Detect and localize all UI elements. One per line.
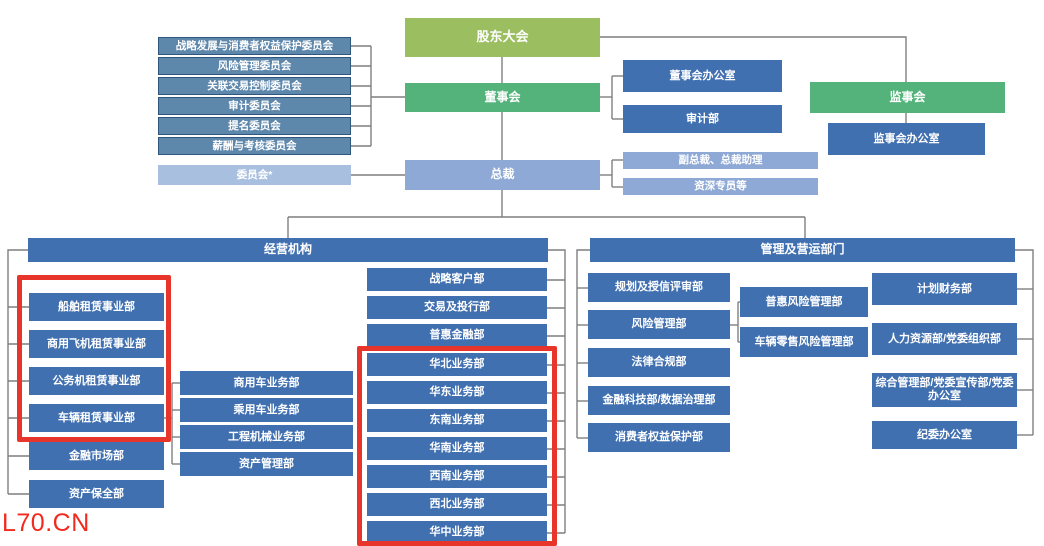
node-construction-machinery-dept: 工程机械业务部 — [180, 425, 353, 449]
node-commercial-aircraft-leasing-division: 商用飞机租赁事业部 — [29, 330, 164, 358]
node-risk-management-dept: 风险管理部 — [588, 310, 730, 339]
node-audit-department: 审计部 — [623, 105, 782, 133]
node-senior-specialists: 资深专员等 — [623, 178, 818, 195]
node-strategic-clients-dept: 战略客户部 — [367, 268, 547, 291]
node-planning-finance-dept: 计划财务部 — [872, 273, 1017, 305]
node-central-china-business-dept: 华中业务部 — [367, 521, 547, 544]
node-planning-credit-review-dept: 规划及授信评审部 — [588, 273, 730, 302]
node-president: 总裁 — [405, 160, 600, 190]
node-vehicle-retail-risk-management-dept: 车辆零售风险管理部 — [740, 327, 868, 357]
node-ship-leasing-division: 船舶租赁事业部 — [29, 293, 164, 321]
node-committee-strategy-consumer-protection: 战略发展与消费者权益保护委员会 — [158, 37, 351, 55]
node-committee-audit: 审计委员会 — [158, 97, 351, 115]
node-commercial-vehicle-dept: 商用车业务部 — [180, 371, 353, 395]
node-inclusive-risk-management-dept: 普惠风险管理部 — [740, 287, 868, 317]
node-committee-risk-management: 风险管理委员会 — [158, 57, 351, 75]
node-northwest-business-dept: 西北业务部 — [367, 493, 547, 516]
node-board-of-directors: 董事会 — [405, 83, 600, 112]
node-supervisory-board-office: 监事会办公室 — [828, 123, 985, 155]
node-committees-note: 委员会* — [158, 165, 351, 185]
node-vehicle-leasing-division: 车辆租赁事业部 — [29, 404, 164, 432]
node-business-jet-leasing-division: 公务机租赁事业部 — [29, 367, 164, 395]
node-consumer-rights-protection-dept: 消费者权益保护部 — [588, 423, 730, 452]
node-south-china-business-dept: 华南业务部 — [367, 437, 547, 460]
node-general-admin-party-publicity-dept: 综合管理部/党委宣传部/党委办公室 — [872, 373, 1017, 407]
node-southwest-business-dept: 西南业务部 — [367, 465, 547, 488]
node-shareholders-meeting: 股东大会 — [405, 18, 600, 57]
management-header: 管理及营运部门 — [590, 238, 1015, 262]
node-passenger-vehicle-dept: 乘用车业务部 — [180, 398, 353, 422]
node-trading-investment-banking-dept: 交易及投行部 — [367, 296, 547, 319]
node-committee-nomination: 提名委员会 — [158, 117, 351, 135]
node-asset-management-dept: 资产管理部 — [180, 452, 353, 476]
operations-header: 经营机构 — [28, 238, 548, 262]
node-legal-compliance-dept: 法律合规部 — [588, 348, 730, 377]
node-financial-markets-dept: 金融市场部 — [29, 442, 164, 470]
highlight-leasing-divisions — [17, 275, 171, 442]
node-board-office: 董事会办公室 — [623, 60, 782, 92]
node-vice-presidents: 副总裁、总裁助理 — [623, 152, 818, 169]
node-inclusive-finance-dept: 普惠金融部 — [367, 324, 547, 347]
node-committee-remuneration: 薪酬与考核委员会 — [158, 137, 351, 155]
node-southeast-business-dept: 东南业务部 — [367, 409, 547, 432]
node-committee-related-transactions: 关联交易控制委员会 — [158, 77, 351, 95]
node-supervisory-board: 监事会 — [810, 82, 1005, 113]
node-asset-preservation-dept: 资产保全部 — [29, 480, 164, 508]
watermark: L70.CN — [2, 509, 90, 537]
highlight-regional-business-depts — [357, 346, 557, 546]
node-hr-party-organization-dept: 人力资源部/党委组织部 — [872, 323, 1017, 355]
node-east-china-business-dept: 华东业务部 — [367, 381, 547, 404]
node-discipline-inspection-office: 纪委办公室 — [872, 421, 1017, 449]
node-fintech-data-governance-dept: 金融科技部/数据治理部 — [588, 386, 730, 415]
node-north-china-business-dept: 华北业务部 — [367, 353, 547, 376]
